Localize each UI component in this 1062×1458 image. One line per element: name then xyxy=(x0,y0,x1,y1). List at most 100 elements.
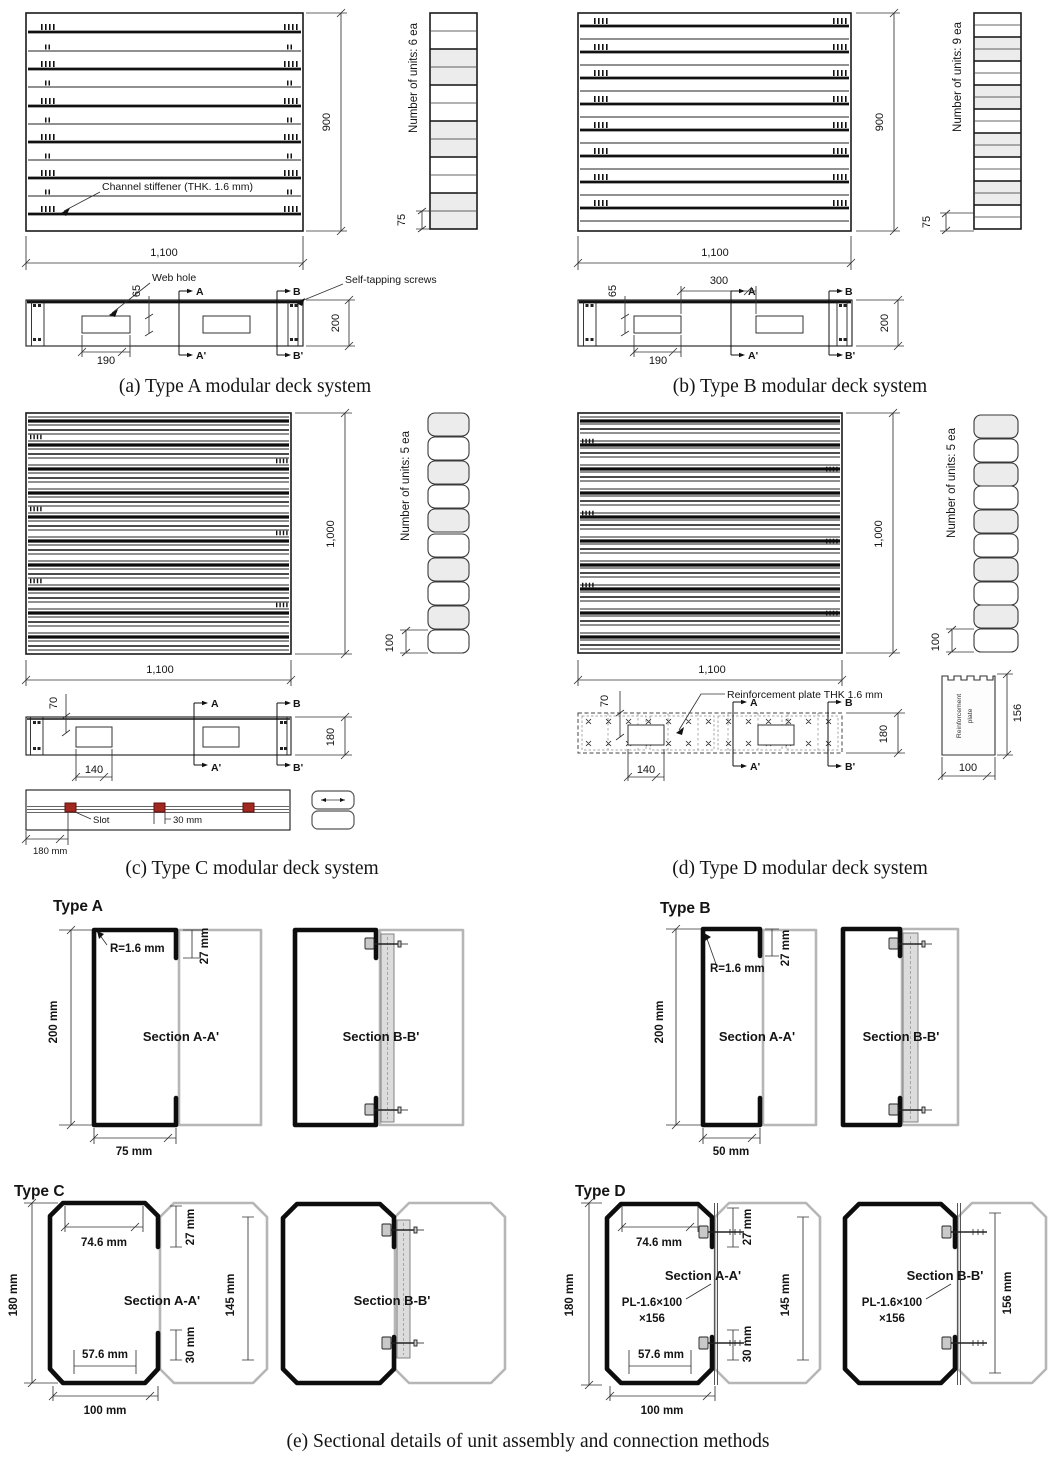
screw-top-b xyxy=(888,937,932,950)
type-c-heading: Type C xyxy=(14,1183,65,1200)
edge-plate-d-aa xyxy=(714,1203,718,1385)
units-count-a: Number of units: 6 ea xyxy=(408,22,420,133)
dim-70-label-d: 70 xyxy=(599,695,611,707)
dim-900-label: 900 xyxy=(321,113,333,131)
plate-text-1: Reinforcement xyxy=(956,694,963,738)
stack-a: Number of units: 6 ea 75 xyxy=(396,12,478,233)
cut-a-prime-label-d: A' xyxy=(750,761,760,773)
stack-d: Number of units: 5 ea 100 xyxy=(930,414,1019,656)
caption-d: (d) Type D modular deck system xyxy=(672,858,928,879)
section-bb-label-b: Section B-B' xyxy=(863,1029,940,1044)
cut-lines-a: A A' B B' xyxy=(178,286,303,362)
ghost-unit-b-aa xyxy=(761,928,818,1127)
plan-c-outline xyxy=(25,412,292,655)
web-hole-b-2 xyxy=(755,315,804,334)
units-count-d: Number of units: 5 ea xyxy=(946,427,958,538)
type-b-heading: Type B xyxy=(660,900,711,917)
channel-a-aa xyxy=(91,927,179,1128)
dim-900-label-b: 900 xyxy=(874,113,886,131)
plan-d-thick-lines xyxy=(580,419,840,639)
reinforcement-plate-detail: Reinforcement plate 156 100 xyxy=(937,669,1024,781)
screw-top-d-aa xyxy=(698,1225,744,1239)
cut-a-label-d: A xyxy=(750,697,758,709)
stack-c: Number of units: 5 ea 100 xyxy=(384,412,470,657)
dim-1000-label-d: 1,000 xyxy=(873,520,885,548)
section-type-a: Type A 200 mm R=1.6 mm 27 mm Section A-A… xyxy=(48,898,465,1158)
screw-top-a xyxy=(364,937,408,950)
type-a-heading: Type A xyxy=(53,898,103,915)
plan-c-dim-1000: 1,000 xyxy=(295,408,352,659)
pl-label-d-bb-1: PL-1.6×100 xyxy=(862,1297,922,1309)
slot-mark-2 xyxy=(153,802,166,813)
strip-d: 70 Reinforcement plate THK 1.6 mm A A' B… xyxy=(577,689,905,782)
stiffener-leader-arrow xyxy=(61,208,70,216)
plate-outline xyxy=(941,675,996,756)
dim-100-label-c: 100 xyxy=(384,634,396,652)
channel-b-bb xyxy=(840,926,903,1128)
cut-b-prime-label-c: B' xyxy=(293,762,303,774)
dim-576mm-d: 57.6 mm xyxy=(638,1349,684,1361)
strip-b: 65 300 A A' B B' 190 200 xyxy=(577,275,904,367)
plan-b-stiffener-lines xyxy=(580,24,849,210)
dim-200-label-b: 200 xyxy=(879,314,891,332)
plan-d-outline xyxy=(577,412,843,654)
cut-b-label-b: B xyxy=(845,286,853,298)
channel-stiffener-label: Channel stiffener (THK. 1.6 mm) xyxy=(102,181,253,193)
cut-b-prime-label-b: B' xyxy=(845,350,855,362)
section-type-c: Type C 180 mm 74.6 mm 27 mm Section A-A'… xyxy=(8,1183,507,1417)
section-aa-label-d: Section A-A' xyxy=(665,1268,741,1283)
pl-label-d-aa-1: PL-1.6×100 xyxy=(622,1297,682,1309)
dim-190-label-b: 190 xyxy=(649,355,667,367)
strip-c: 70 A A' B B' 140 180 xyxy=(25,694,352,782)
cut-b-label: B xyxy=(293,286,301,298)
dim-65-label-b: 65 xyxy=(607,285,619,297)
plan-d-dim-1000: 1,000 xyxy=(846,408,900,658)
dim-75-label-a: 75 xyxy=(396,214,408,226)
interlock-detail-c xyxy=(311,790,355,830)
ghost-unit-c-bb xyxy=(393,1201,507,1385)
panel-type-d: 1,000 1,100 Number of units: 5 ea 100 xyxy=(573,408,1024,879)
octagon-c-bb xyxy=(280,1201,397,1386)
plan-c-dim-1100: 1,100 xyxy=(21,660,296,686)
cut-a-label: A xyxy=(196,286,204,298)
screw-top-c xyxy=(381,1223,424,1237)
cut-a-prime-label-c: A' xyxy=(211,762,221,774)
dim-27mm-b: 27 mm xyxy=(780,930,792,966)
dim-70-label-c: 70 xyxy=(48,697,60,709)
ghost-unit-c-aa xyxy=(158,1201,269,1385)
dim-1100-label-d: 1,100 xyxy=(698,664,726,676)
panel-type-b: 900 1,100 Number of units: 9 ea 75 xyxy=(573,8,1022,397)
slot-edge-label: 180 mm xyxy=(33,846,67,857)
plan-a-stiffener-lines xyxy=(28,30,301,216)
dim-300-b: 300 xyxy=(676,275,757,314)
dim-100mm-d: 100 mm xyxy=(641,1405,684,1417)
section-bb-label-c: Section B-B' xyxy=(354,1293,431,1308)
dim-140-label-d: 140 xyxy=(637,764,655,776)
section-bb-label-d: Section B-B' xyxy=(907,1268,984,1283)
dim-180mm-d: 180 mm xyxy=(564,1274,576,1317)
dim-75mm-a: 75 mm xyxy=(116,1146,152,1158)
cut-b-label-d: B xyxy=(845,697,853,709)
web-hole-d-1 xyxy=(627,724,665,746)
dim-65-label-a: 65 xyxy=(131,285,143,297)
self-tapping-label: Self-tapping screws xyxy=(345,274,437,286)
stack-b: Number of units: 9 ea 75 xyxy=(921,12,1022,235)
units-count-c: Number of units: 5 ea xyxy=(400,430,412,541)
dim-200mm-b: 200 mm xyxy=(654,1001,666,1044)
section-type-d: Type D 180 mm 74.6 mm 27 mm Section A-A'… xyxy=(564,1183,1048,1417)
plan-b-dim-900: 900 xyxy=(856,8,900,236)
plan-d-screw-ticks xyxy=(582,438,838,616)
dim-180-label-d: 180 xyxy=(878,725,890,743)
octagon-d-aa xyxy=(604,1201,715,1386)
plan-d-dim-1100: 1,100 xyxy=(573,660,847,686)
pl-label-d-bb-2: ×156 xyxy=(879,1313,905,1325)
octagon-d-bb xyxy=(842,1201,958,1386)
dim-1000-label-c: 1,000 xyxy=(325,520,337,548)
dim-145mm-c: 145 mm xyxy=(225,1274,237,1317)
dim-1100-label-b: 1,100 xyxy=(701,247,729,259)
cut-b-prime-label-d: B' xyxy=(845,761,855,773)
web-hole-c-1 xyxy=(75,726,113,748)
reinforcement-plate-label: Reinforcement plate THK 1.6 mm xyxy=(727,689,883,701)
slot-strip-c: Slot 30 mm 180 mm xyxy=(21,789,355,857)
channel-b-aa xyxy=(700,926,763,1128)
